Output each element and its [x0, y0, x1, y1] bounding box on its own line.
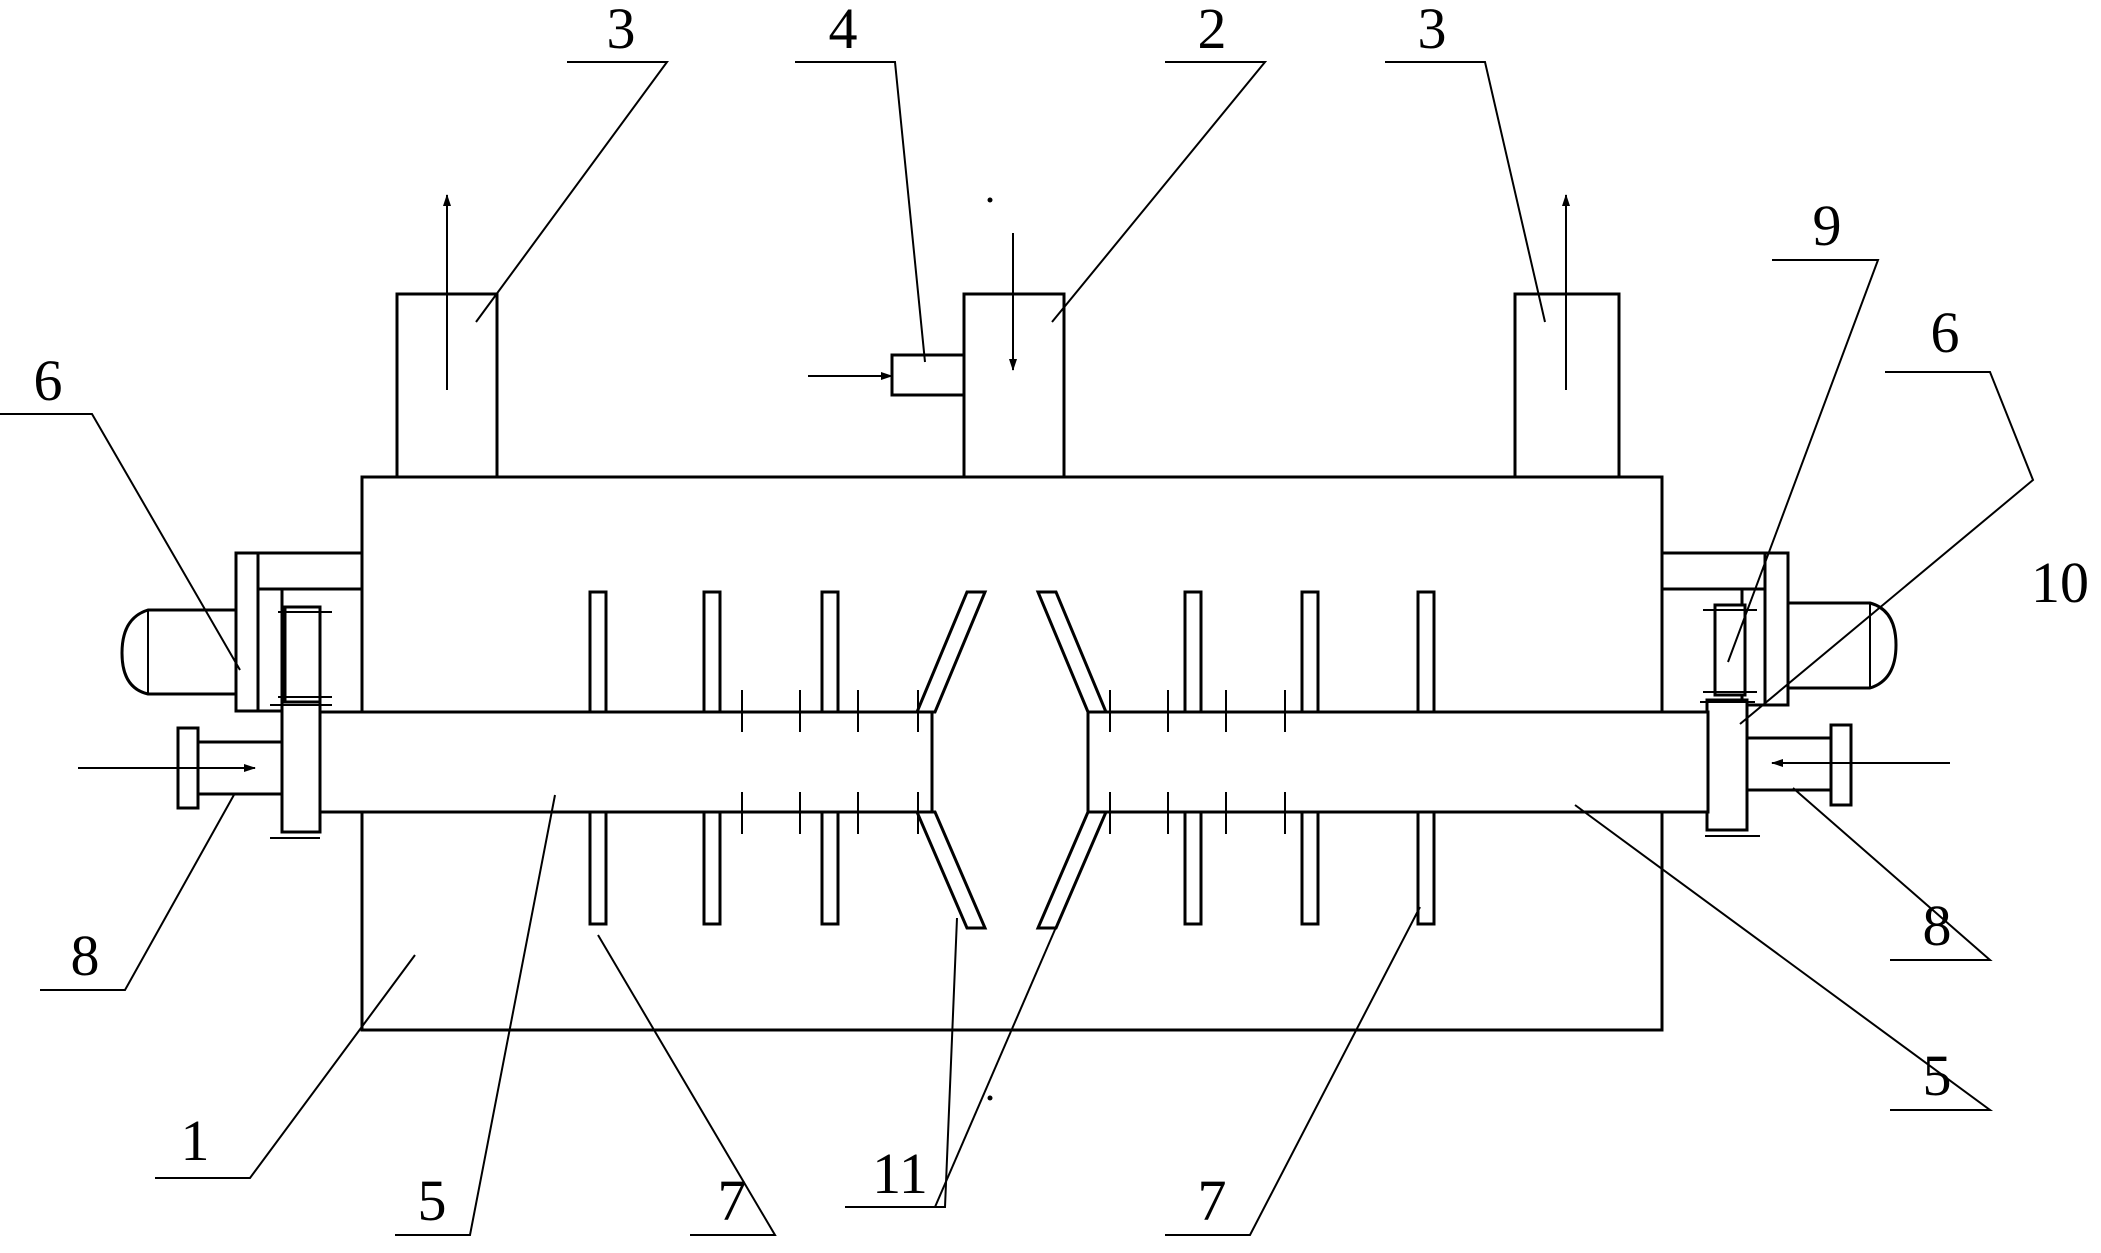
side-inlet-pipe: [890, 353, 966, 397]
label-feed-inlet: 2: [1198, 0, 1227, 61]
label-inlet-right: 8: [1923, 893, 1952, 958]
inclined-blades: [914, 590, 1109, 930]
leader-lines: [0, 61, 2035, 1236]
inlet-flange-right: [1829, 723, 1853, 807]
blades-right: [1183, 590, 1436, 926]
label-side-inlet: 4: [829, 0, 858, 61]
blades-left: [588, 590, 840, 926]
label-blades-right: 7: [1198, 1168, 1227, 1233]
label-inclined-blades: 11: [872, 1141, 928, 1206]
label-shaft-right: 5: [1923, 1043, 1952, 1108]
label-coupling: 10: [2031, 550, 2089, 615]
label-gear: 9: [1813, 193, 1842, 258]
label-shaft-left: 5: [418, 1168, 447, 1233]
gear-left: [283, 605, 322, 704]
coupling-right: [1705, 698, 1749, 832]
motor-right: [1786, 601, 1898, 690]
coupling-left: [280, 700, 322, 834]
motor-left: [120, 608, 238, 696]
label-housing: 1: [181, 1108, 210, 1173]
gear-right: [1713, 603, 1747, 697]
shaft-ticks: [741, 690, 1286, 834]
label-inlet-left: 8: [71, 923, 100, 988]
label-motor-right: 6: [1931, 300, 1960, 365]
right-drive: [1660, 551, 1950, 837]
label-outlet-right: 3: [1418, 0, 1447, 61]
shaft-left: [318, 710, 934, 814]
label-motor-left: 6: [34, 348, 63, 413]
label-outlet-left: 3: [607, 0, 636, 61]
label-blades-left: 7: [718, 1168, 747, 1233]
left-drive: [78, 551, 364, 839]
shaft-right: [1086, 710, 1710, 814]
part-labels: 1 2 3 3 4 5 5 6 6 7 7 8 8 9 10 11: [34, 0, 2090, 1233]
